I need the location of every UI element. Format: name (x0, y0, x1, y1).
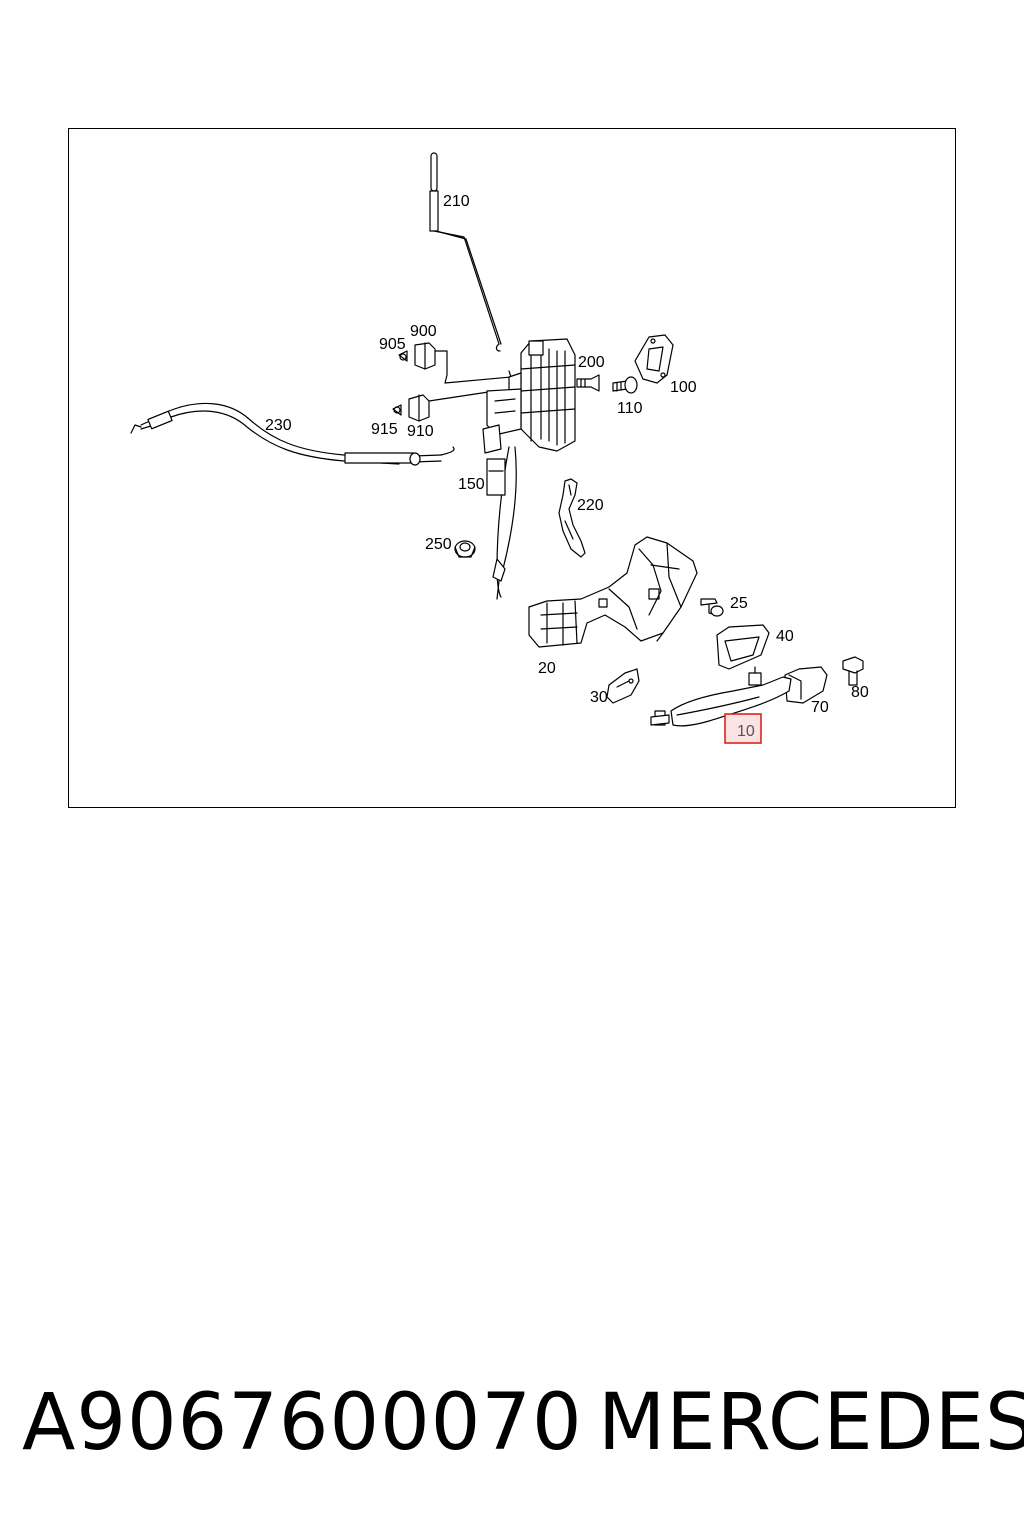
callout-910: 910 (407, 423, 434, 440)
part-40-cap (716, 624, 770, 670)
callout-100: 100 (670, 379, 697, 396)
part-150-cable (486, 446, 517, 600)
callout-200: 200 (578, 354, 605, 371)
callout-220: 220 (577, 497, 604, 514)
callout-40: 40 (776, 628, 794, 645)
part-915-clip (392, 404, 402, 416)
callout-900: 900 (410, 323, 437, 340)
part-80-screw (842, 656, 864, 686)
callout-30: 30 (590, 689, 608, 706)
part-250-grommet (454, 540, 476, 558)
callout-110: 110 (617, 400, 643, 417)
part-910-grommet (408, 390, 496, 422)
brand-name: MERCEDES (598, 1378, 1024, 1468)
callout-905: 905 (379, 336, 406, 353)
callout-70: 70 (811, 699, 829, 716)
callout-230: 230 (265, 417, 292, 434)
highlight-box-10 (724, 713, 762, 744)
part-10-outer-door-handle (650, 666, 792, 727)
part-110-bolt (612, 376, 638, 394)
caption-bar: A9067600070 MERCEDES (0, 1368, 1024, 1478)
part-number: A9067600070 (22, 1378, 583, 1468)
part-210-lock-rod (429, 152, 502, 352)
callout-915: 915 (371, 421, 398, 438)
callout-150: 150 (458, 476, 485, 493)
exploded-view-drawing: 210 905 900 200 100 110 230 915 910 150 … (130, 152, 869, 744)
part-20-handle-carrier (528, 536, 698, 648)
part-25-screw (700, 598, 724, 617)
parts-diagram: 210 905 900 200 100 110 230 915 910 150 … (68, 128, 956, 808)
part-lock-assembly (482, 338, 576, 454)
part-200-screw (576, 374, 600, 392)
part-905-clip (398, 350, 408, 362)
part-30-cover (606, 668, 640, 704)
part-220-bracket (558, 478, 586, 558)
callout-250: 250 (425, 536, 452, 553)
callout-210: 210 (443, 193, 470, 210)
callout-labels: 210 905 900 200 100 110 230 915 910 150 … (265, 193, 869, 744)
callout-25: 25 (730, 595, 748, 612)
callout-10: 10 (737, 723, 755, 740)
part-70-cap (784, 666, 828, 704)
part-230-bowden-cable (130, 402, 455, 466)
callout-80: 80 (851, 684, 869, 701)
part-100-striker (634, 334, 674, 384)
callout-20: 20 (538, 660, 556, 677)
